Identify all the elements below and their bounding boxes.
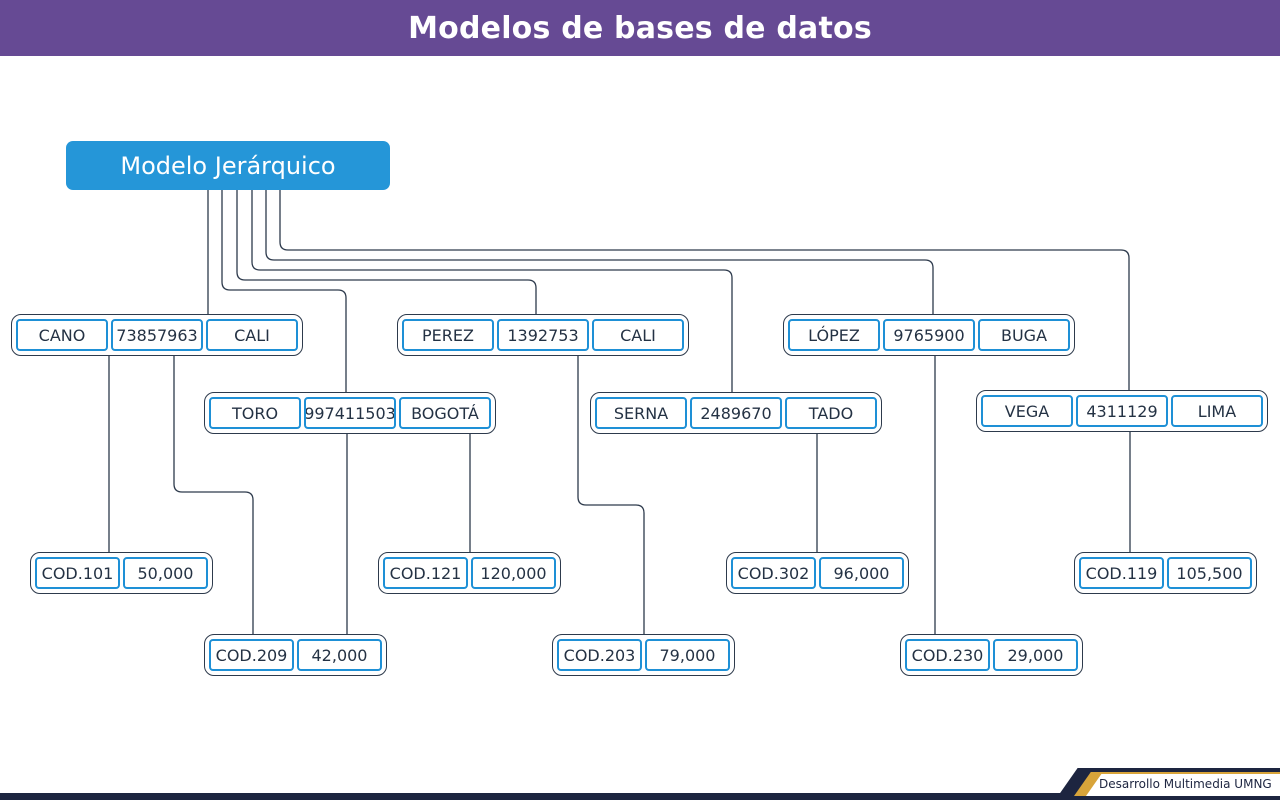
record-id: 4311129 <box>1076 395 1168 427</box>
account-amount: 79,000 <box>645 639 730 671</box>
account-cod203: COD.203 79,000 <box>552 634 735 676</box>
record-lopez: LÓPEZ 9765900 BUGA <box>783 314 1075 356</box>
account-cod121: COD.121 120,000 <box>378 552 561 594</box>
record-id: 73857963 <box>111 319 203 351</box>
account-code: COD.230 <box>905 639 990 671</box>
record-toro: TORO 997411503 BOGOTÁ <box>204 392 496 434</box>
footer-brand-text: Desarrollo Multimedia UMNG <box>1099 777 1272 791</box>
account-amount: 105,500 <box>1167 557 1252 589</box>
page-title: Modelos de bases de datos <box>408 10 872 46</box>
record-city: LIMA <box>1171 395 1263 427</box>
connector-root-vega <box>279 190 1130 390</box>
record-id: 9765900 <box>883 319 975 351</box>
account-code: COD.302 <box>731 557 816 589</box>
footer-bar <box>0 793 1280 800</box>
record-cano: CANO 73857963 CALI <box>11 314 303 356</box>
connector-root-perez <box>236 190 537 314</box>
record-name: PEREZ <box>402 319 494 351</box>
record-name: LÓPEZ <box>788 319 880 351</box>
record-name: CANO <box>16 319 108 351</box>
account-cod230: COD.230 29,000 <box>900 634 1083 676</box>
record-id: 1392753 <box>497 319 589 351</box>
account-amount: 42,000 <box>297 639 382 671</box>
connector-root-toro <box>221 190 347 392</box>
account-amount: 120,000 <box>471 557 556 589</box>
account-code: COD.119 <box>1079 557 1164 589</box>
record-name: TORO <box>209 397 301 429</box>
connector-root-serna <box>251 190 733 392</box>
record-city: BOGOTÁ <box>399 397 491 429</box>
record-id: 997411503 <box>304 397 396 429</box>
account-amount: 50,000 <box>123 557 208 589</box>
root-label: Modelo Jerárquico <box>120 151 336 180</box>
account-code: COD.101 <box>35 557 120 589</box>
account-code: COD.209 <box>209 639 294 671</box>
account-cod119: COD.119 105,500 <box>1074 552 1257 594</box>
header-bar: Modelos de bases de datos <box>0 0 1280 56</box>
account-code: COD.121 <box>383 557 468 589</box>
account-amount: 29,000 <box>993 639 1078 671</box>
record-city: CALI <box>206 319 298 351</box>
record-city: TADO <box>785 397 877 429</box>
record-city: CALI <box>592 319 684 351</box>
record-vega: VEGA 4311129 LIMA <box>976 390 1268 432</box>
record-perez: PEREZ 1392753 CALI <box>397 314 689 356</box>
connector-cano-cod209 <box>173 356 254 634</box>
record-serna: SERNA 2489670 TADO <box>590 392 882 434</box>
account-cod302: COD.302 96,000 <box>726 552 909 594</box>
record-name: SERNA <box>595 397 687 429</box>
account-amount: 96,000 <box>819 557 904 589</box>
connector-root-lopez <box>265 190 934 314</box>
record-id: 2489670 <box>690 397 782 429</box>
connector-perez-cod203 <box>577 356 645 634</box>
account-cod101: COD.101 50,000 <box>30 552 213 594</box>
account-cod209: COD.209 42,000 <box>204 634 387 676</box>
record-city: BUGA <box>978 319 1070 351</box>
record-name: VEGA <box>981 395 1073 427</box>
root-node: Modelo Jerárquico <box>66 141 390 190</box>
account-code: COD.203 <box>557 639 642 671</box>
